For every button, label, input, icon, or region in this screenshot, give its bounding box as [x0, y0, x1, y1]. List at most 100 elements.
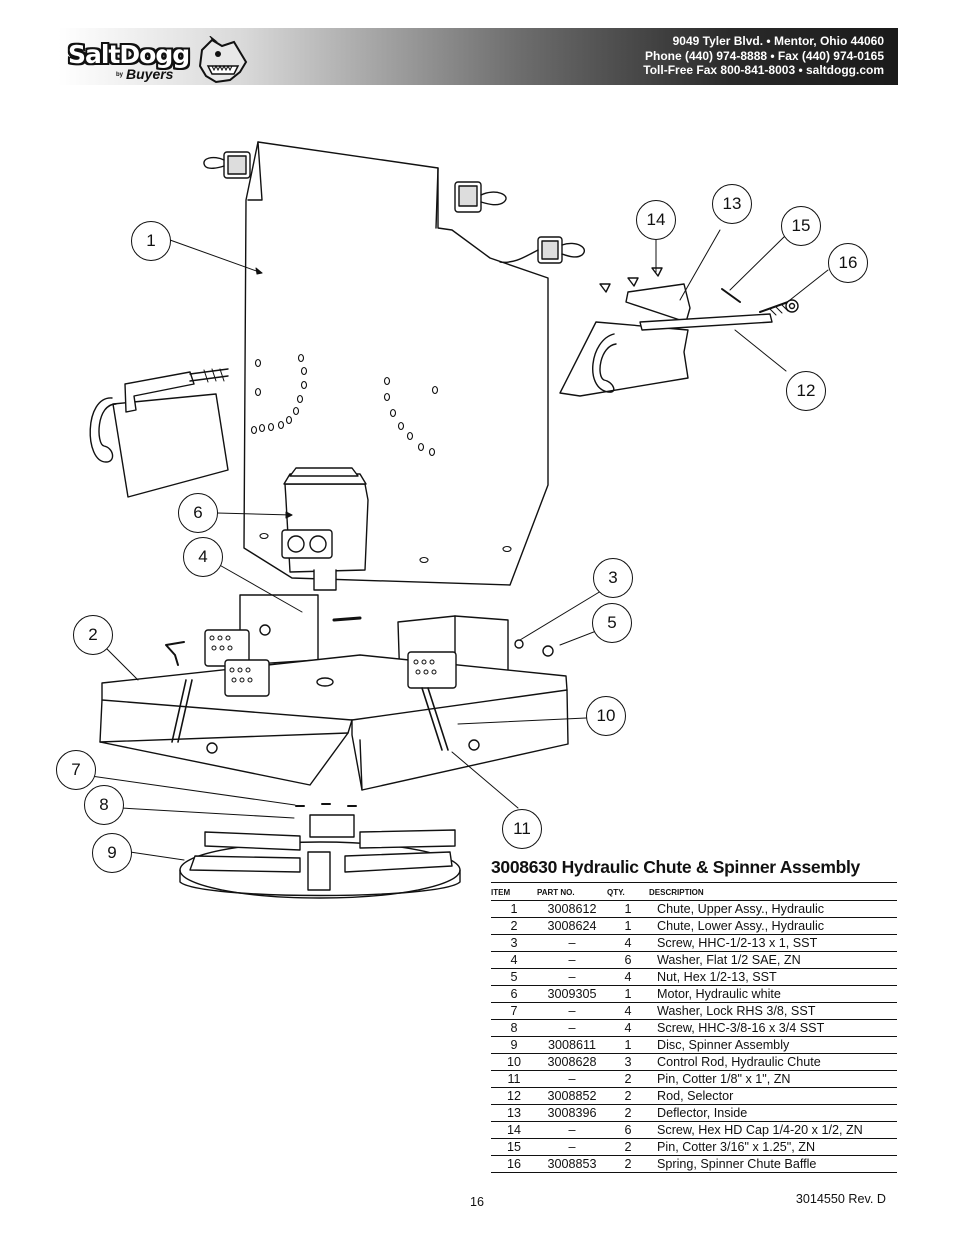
cell-qty: 2: [607, 1155, 649, 1173]
cell-description: Screw, HHC-1/2-13 x 1, SST: [649, 934, 897, 952]
brand-by: by: [116, 72, 124, 78]
cell-part-no: 3008853: [537, 1155, 607, 1173]
spinner-disc-drawing: [179, 803, 461, 899]
header-banner: SaltDogg by Buyers 9049 Tyler Blvd. • Me…: [58, 28, 898, 85]
cell-part-no: 3008611: [537, 1036, 607, 1054]
callout-14: 14: [636, 200, 676, 240]
callout-16: 16: [828, 243, 868, 283]
cell-item: 5: [491, 968, 537, 986]
cell-description: Chute, Lower Assy., Hydraulic: [649, 917, 897, 935]
cell-qty: 6: [607, 951, 649, 969]
phone-line: Phone (440) 974-8888 • Fax (440) 974-016…: [644, 48, 884, 63]
hydraulic-motor-drawing: [281, 467, 369, 591]
cell-description: Rod, Selector: [649, 1087, 897, 1105]
header-part-no: PART NO.: [537, 882, 607, 901]
cell-part-no: 3008624: [537, 917, 607, 935]
contact-block: 9049 Tyler Blvd. • Mentor, Ohio 44060 Ph…: [643, 34, 884, 78]
header-item: ITEM: [491, 882, 537, 901]
cell-description: Nut, Hex 1/2-13, SST: [649, 968, 897, 986]
cell-item: 9: [491, 1036, 537, 1054]
cell-qty: 2: [607, 1087, 649, 1105]
callout-6: 6: [178, 493, 218, 533]
cell-item: 7: [491, 1002, 537, 1020]
left-deflector-drawing: [89, 368, 229, 498]
cell-part-no: 3008612: [537, 900, 607, 918]
cell-item: 13: [491, 1104, 537, 1122]
callout-12: 12: [786, 371, 826, 411]
callout-4: 4: [183, 537, 223, 577]
cell-description: Control Rod, Hydraulic Chute: [649, 1053, 897, 1071]
cell-part-no: –: [537, 1138, 607, 1156]
cell-part-no: –: [537, 934, 607, 952]
callout-11: 11: [502, 809, 542, 849]
cell-qty: 2: [607, 1070, 649, 1088]
cell-item: 16: [491, 1155, 537, 1173]
callout-15: 15: [781, 206, 821, 246]
leader-lines: [90, 229, 829, 861]
callout-9: 9: [92, 833, 132, 873]
cell-qty: 1: [607, 917, 649, 935]
upper-chute-drawing: [203, 141, 585, 586]
cell-description: Spring, Spinner Chute Baffle: [649, 1155, 897, 1173]
callout-13: 13: [712, 184, 752, 224]
cell-description: Pin, Cotter 1/8" x 1", ZN: [649, 1070, 897, 1088]
cell-part-no: 3008396: [537, 1104, 607, 1122]
cell-description: Screw, HHC-3/8-16 x 3/4 SST: [649, 1019, 897, 1037]
cell-qty: 1: [607, 1036, 649, 1054]
cell-qty: 1: [607, 900, 649, 918]
cell-item: 10: [491, 1053, 537, 1071]
cell-description: Motor, Hydraulic white: [649, 985, 897, 1003]
cell-part-no: –: [537, 1002, 607, 1020]
right-deflector-drawing: [559, 267, 799, 397]
cell-part-no: –: [537, 1070, 607, 1088]
callout-7: 7: [56, 750, 96, 790]
cell-qty: 6: [607, 1121, 649, 1139]
cell-item: 15: [491, 1138, 537, 1156]
callout-5: 5: [592, 603, 632, 643]
callout-2: 2: [73, 615, 113, 655]
header-description: DESCRIPTION: [649, 882, 897, 901]
document-number: 3014550 Rev. D: [795, 1192, 886, 1206]
cell-qty: 4: [607, 1002, 649, 1020]
cell-description: Chute, Upper Assy., Hydraulic: [649, 900, 897, 918]
callout-3: 3: [593, 558, 633, 598]
header-qty: QTY.: [607, 882, 649, 901]
parts-table-title: 3008630 Hydraulic Chute & Spinner Assemb…: [491, 857, 860, 877]
cell-qty: 3: [607, 1053, 649, 1071]
address-line: 9049 Tyler Blvd. • Mentor, Ohio 44060: [672, 34, 884, 48]
callout-1: 1: [131, 221, 171, 261]
cell-qty: 2: [607, 1104, 649, 1122]
cell-item: 1: [491, 900, 537, 918]
page-number: 16: [470, 1195, 485, 1209]
cell-item: 6: [491, 985, 537, 1003]
cell-description: Deflector, Inside: [649, 1104, 897, 1122]
cell-item: 3: [491, 934, 537, 952]
tollfree-line: Toll-Free Fax 800-841-8003 • saltdogg.co…: [643, 63, 884, 77]
cell-qty: 4: [607, 968, 649, 986]
cell-qty: 1: [607, 985, 649, 1003]
cell-description: Disc, Spinner Assembly: [649, 1036, 897, 1054]
cell-part-no: –: [537, 1121, 607, 1139]
cell-part-no: –: [537, 1019, 607, 1037]
cell-qty: 4: [607, 934, 649, 952]
cell-description: Washer, Flat 1/2 SAE, ZN: [649, 951, 897, 969]
cell-part-no: 3009305: [537, 985, 607, 1003]
cell-item: 8: [491, 1019, 537, 1037]
